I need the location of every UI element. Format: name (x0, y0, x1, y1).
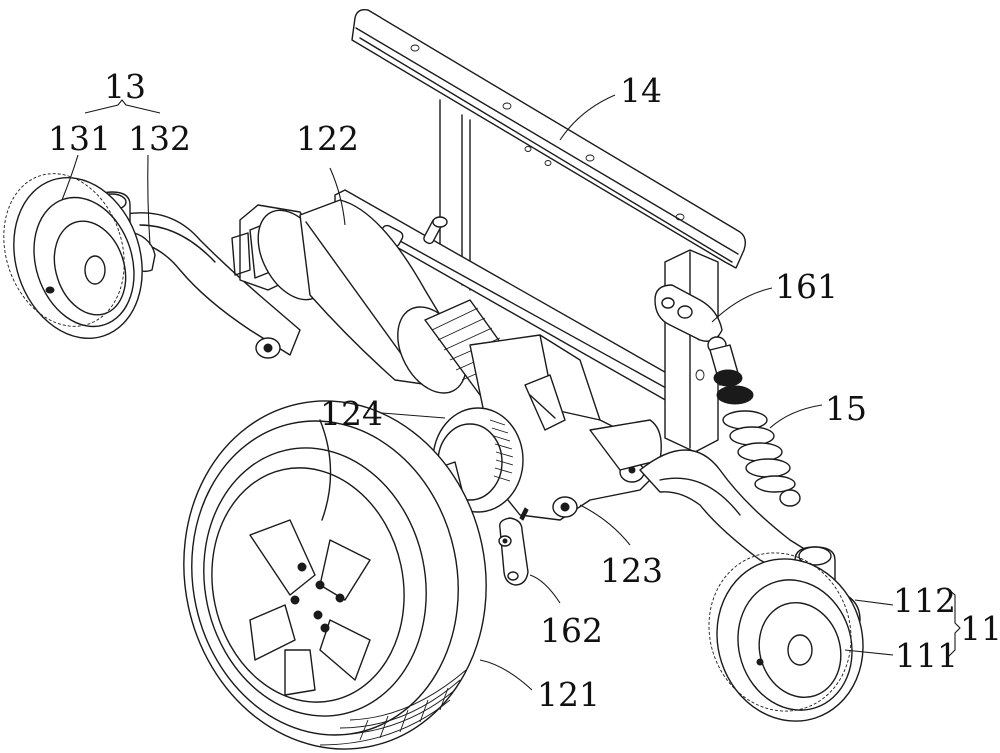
label-11: 11 (960, 609, 1000, 648)
label-122: 122 (296, 119, 359, 158)
label-124: 124 (320, 394, 383, 433)
right-caster-assembly (639, 449, 864, 722)
label-161: 161 (775, 267, 838, 306)
leader-lines (61, 94, 961, 691)
label-123: 123 (600, 551, 663, 590)
label-112: 112 (893, 581, 956, 620)
label-111: 111 (895, 636, 958, 675)
left-caster-assembly (3, 173, 301, 359)
label-132: 132 (128, 119, 191, 158)
reference-labels: 13 131 132 122 14 161 15 124 123 162 121… (48, 67, 1000, 714)
label-13: 13 (104, 67, 146, 106)
label-14: 14 (620, 71, 662, 110)
label-15: 15 (825, 389, 867, 428)
label-121: 121 (537, 675, 600, 714)
top-crossbar (351, 8, 747, 269)
shock-absorber-15 (709, 344, 801, 507)
drive-wheel-121 (183, 400, 487, 750)
link-162 (498, 507, 529, 586)
label-162: 162 (540, 611, 603, 650)
label-131: 131 (48, 119, 111, 158)
